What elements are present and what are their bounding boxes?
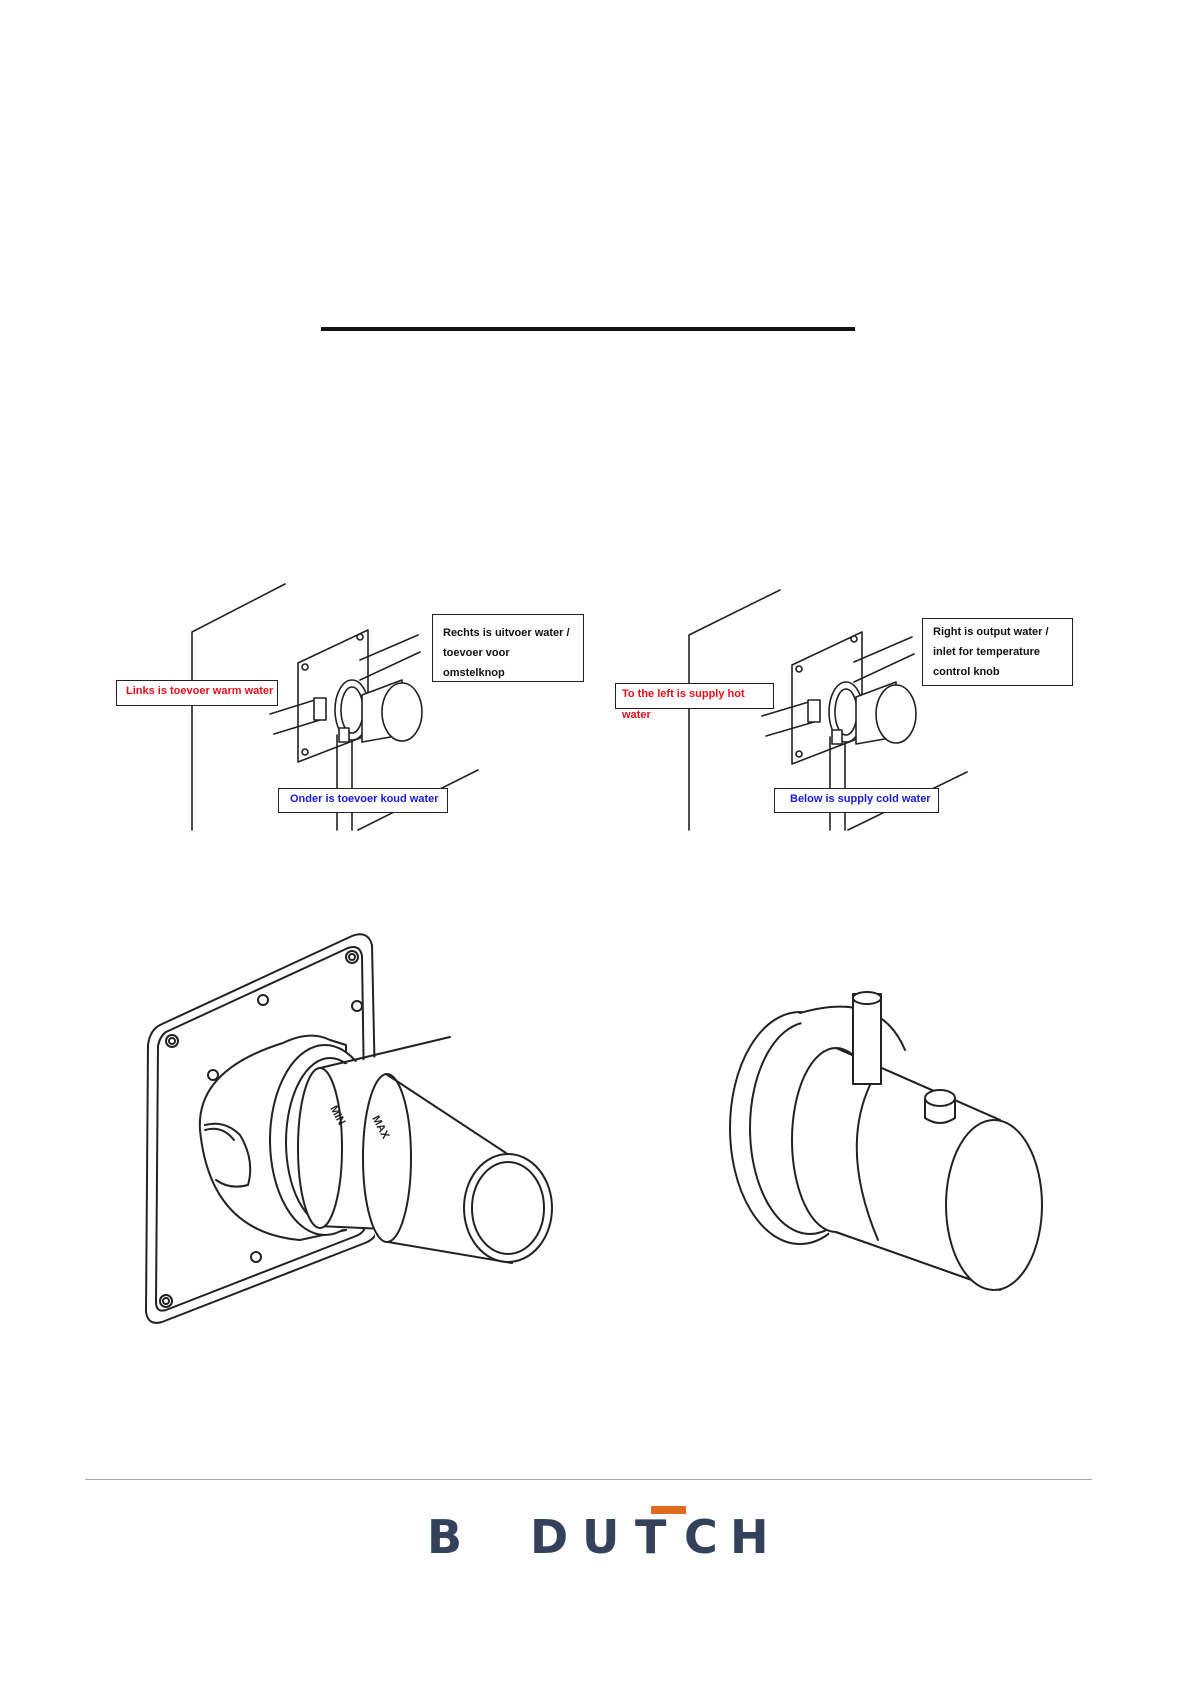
- mounting-plate-illustration: [146, 934, 552, 1323]
- label-line: control knob: [933, 662, 1062, 682]
- bdutch-logo: B D U T C H: [425, 1506, 770, 1562]
- label-right-output-water: Right is output water / inlet for temper…: [922, 618, 1073, 686]
- label-links-warm-water: Links is toevoer warm water: [116, 680, 278, 706]
- label-onder-koud-water: Onder is toevoer koud water: [278, 788, 448, 813]
- logo-letter-h: H: [730, 1514, 769, 1560]
- label-text: Below is supply cold water: [790, 793, 931, 805]
- label-text: Links is toevoer warm water: [126, 685, 273, 697]
- logo-letter-d: D: [530, 1514, 568, 1560]
- label-text: Onder is toevoer koud water: [290, 793, 439, 805]
- logo-letter-u: U: [582, 1514, 619, 1560]
- logo-accent-bar: [651, 1506, 686, 1514]
- thermostat-illustration: [730, 992, 1042, 1290]
- label-left-hot-water: To the left is supply hot water: [615, 683, 774, 709]
- footer-divider: [85, 1479, 1092, 1480]
- logo-letter-b: B: [427, 1514, 462, 1560]
- label-line: inlet for temperature: [933, 642, 1062, 662]
- label-rechts-uitvoer: Rechts is uitvoer water / toevoer voor o…: [432, 614, 584, 682]
- label-line: Right is output water /: [933, 622, 1062, 642]
- label-below-cold-water: Below is supply cold water: [774, 788, 939, 813]
- logo-letter-c: C: [684, 1514, 718, 1560]
- logo-letter-t: T: [635, 1514, 666, 1560]
- label-line: toevoer voor omstelknop: [443, 643, 573, 683]
- label-line: Rechts is uitvoer water /: [443, 623, 573, 643]
